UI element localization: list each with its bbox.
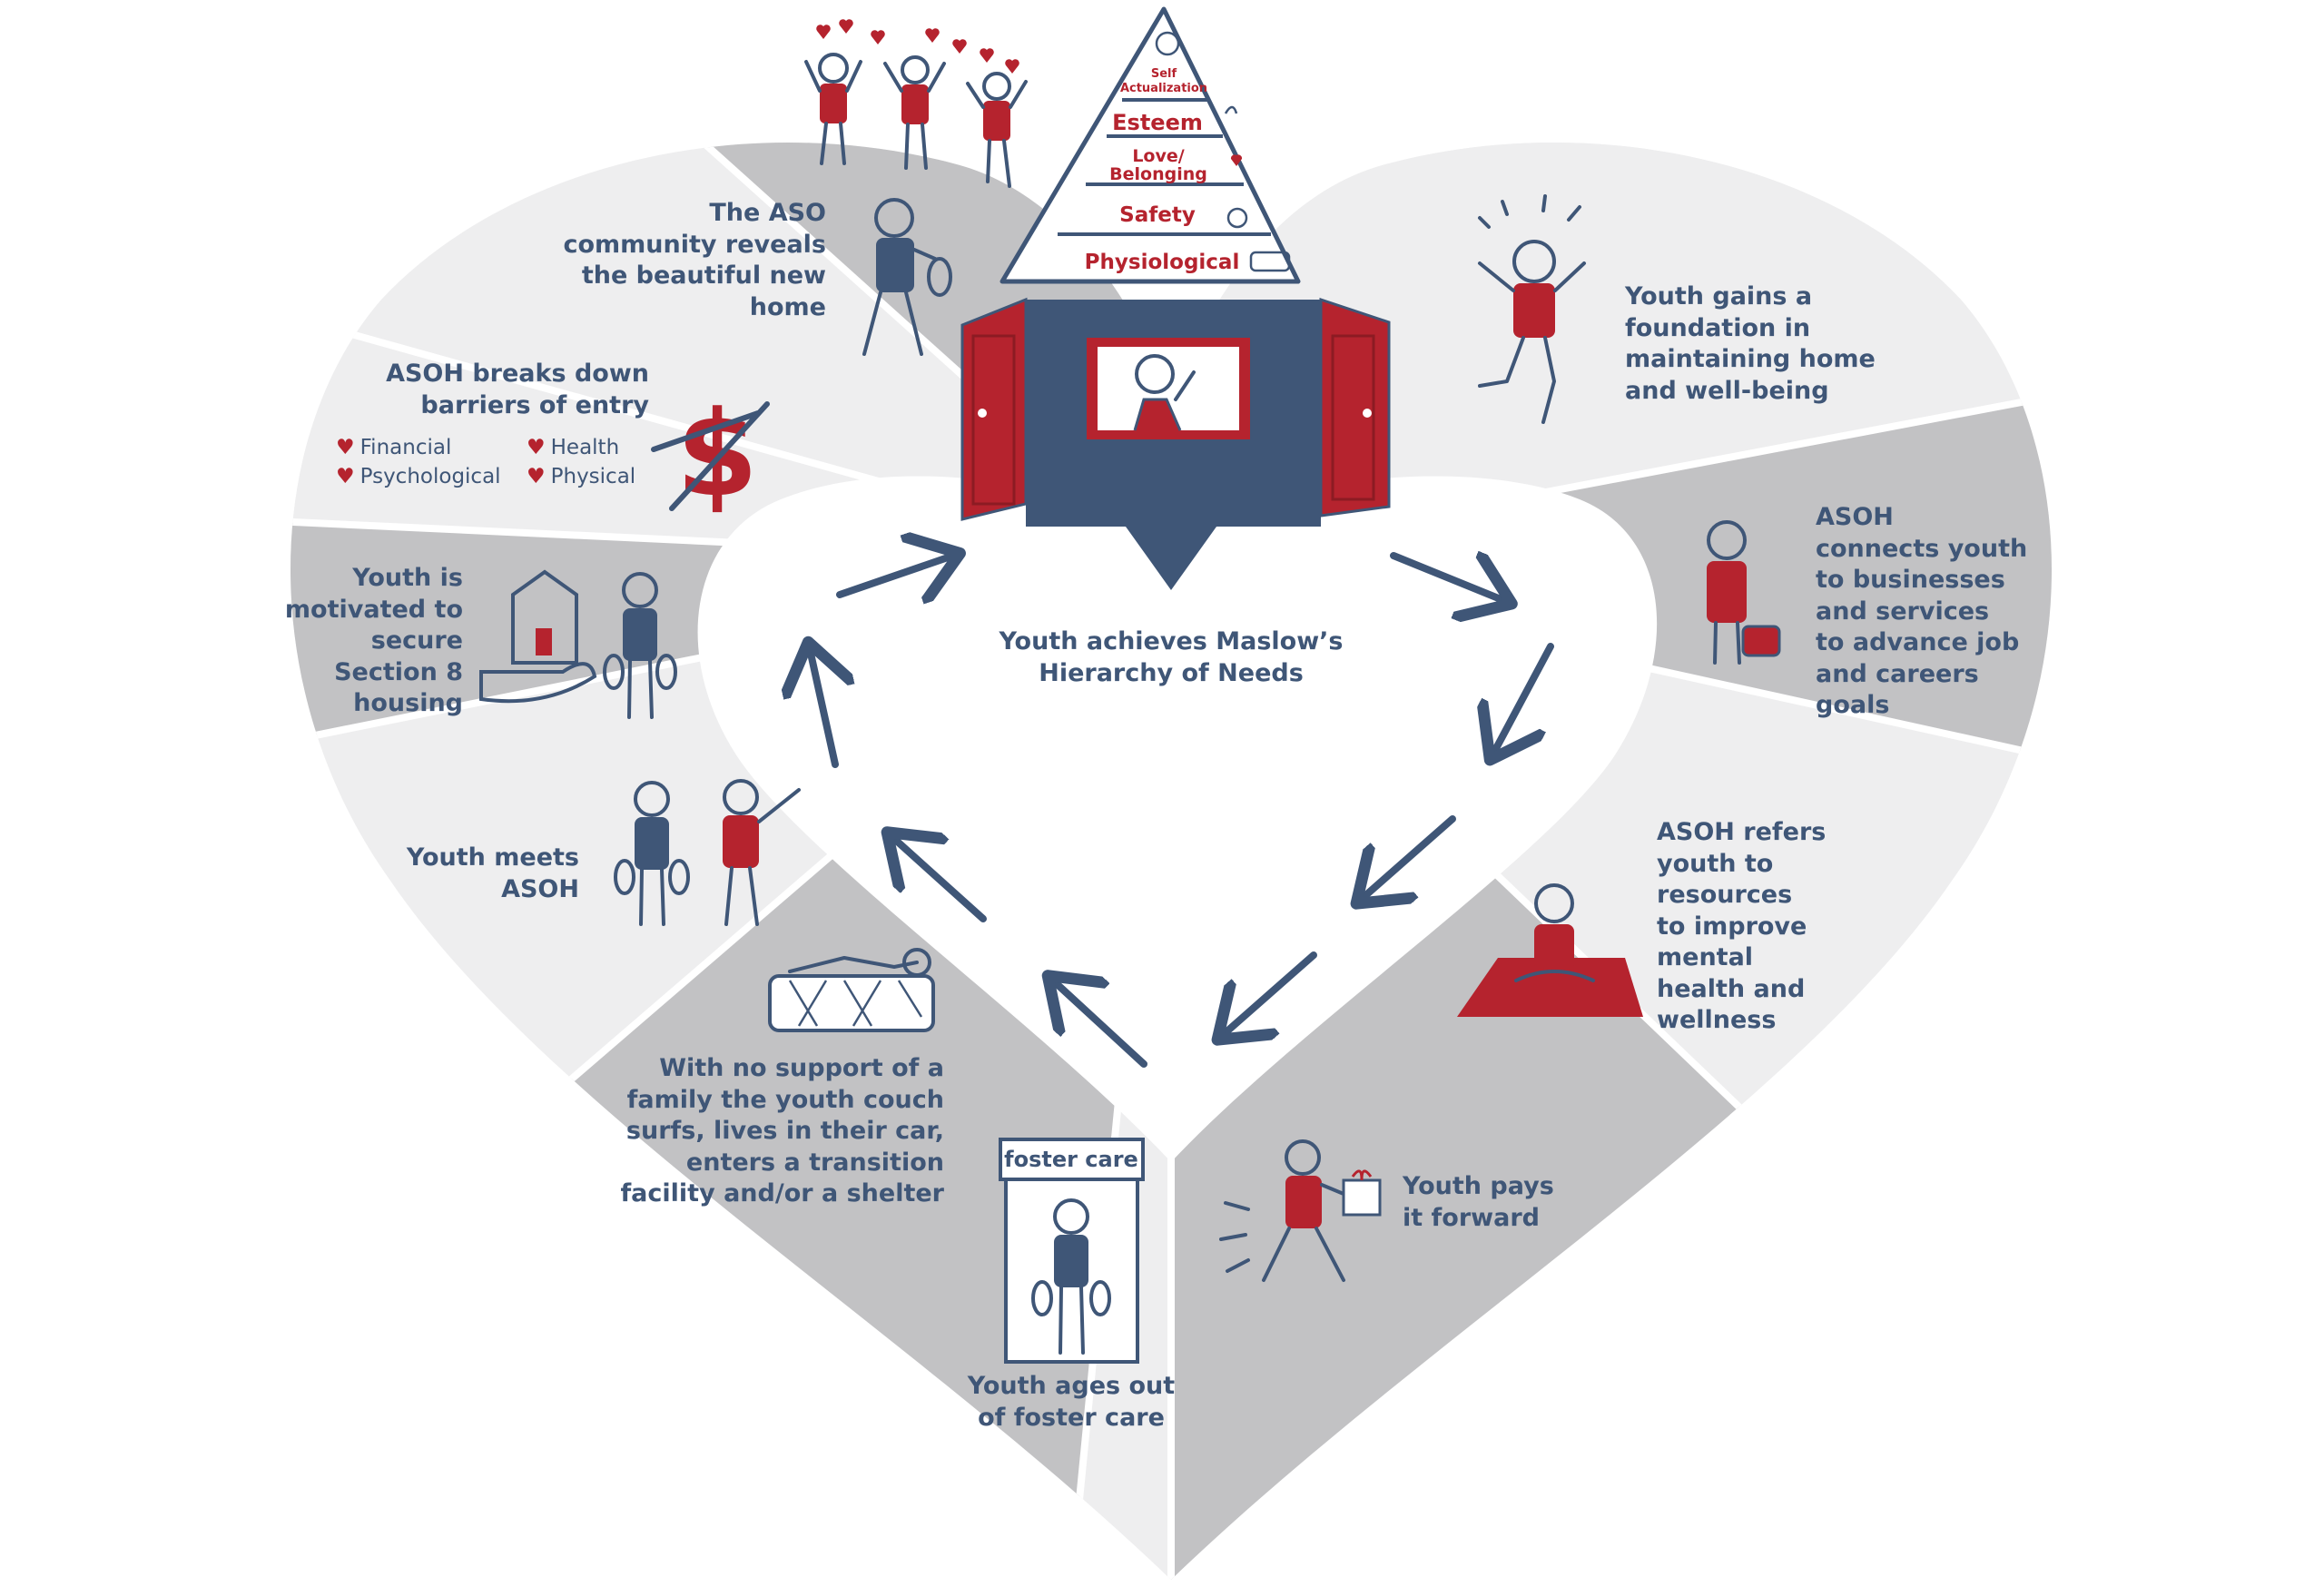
pyramid-love-label-2: Belonging: [1109, 164, 1207, 184]
arrow-icon: [892, 837, 987, 922]
person-icon: [862, 198, 952, 356]
heart-icon: ♥: [336, 436, 355, 459]
inner-heart: [697, 476, 1658, 1162]
heart-icon: ♥: [527, 436, 546, 459]
heart-icon: [816, 19, 1019, 74]
arrow-icon: [1493, 643, 1554, 754]
person-icon: [966, 72, 1028, 188]
sector-foundation: [1171, 143, 2052, 563]
stage-motivated: Youth is motivated to secure Section 8 h…: [284, 564, 463, 717]
pyramid-safety-label: Safety: [1119, 203, 1196, 227]
person-icon: [1478, 194, 1586, 424]
center-label-line: Hierarchy of Needs: [1039, 658, 1304, 687]
barrier-item: ♥ Physical: [527, 465, 636, 488]
arrow-icon: [1390, 556, 1505, 601]
heart-icon: ♥: [527, 465, 546, 488]
person-icon: [1219, 1139, 1345, 1282]
arrow-icon: [1053, 981, 1147, 1068]
center-label: Youth achieves Maslow’s Hierarchy of Nee…: [971, 626, 1371, 689]
briefcase-icon: [1741, 625, 1781, 657]
gift-icon: [1342, 1169, 1382, 1217]
stage-pays-forward: Youth pays it forward: [1403, 1172, 1554, 1232]
person-icon: [603, 572, 677, 719]
foster-care-sign: foster care: [1004, 1147, 1138, 1172]
arrow-icon: [1223, 951, 1317, 1035]
foster-care-door: [999, 1138, 1145, 1364]
stage-connects: ASOH connects youth to businesses and se…: [1816, 503, 2028, 719]
yoga-mat-icon: [1457, 958, 1643, 1017]
person-icon: [723, 779, 801, 926]
stage-no-support: With no support of a family the youth co…: [620, 1054, 944, 1208]
person-icon: [883, 55, 946, 170]
stage-ages-out: Youth ages out of foster care: [967, 1372, 1176, 1432]
pyramid-physio-label: Physiological: [1085, 251, 1240, 274]
barrier-item: ♥ Psychological: [336, 465, 501, 488]
cycle-arrows: [810, 556, 1554, 1068]
person-icon: [1031, 1198, 1111, 1355]
center-label-line: Youth achieves Maslow’s: [999, 627, 1344, 656]
stage-refers: ASOH refers youth to resources to improv…: [1657, 818, 1827, 1034]
house-icon: [960, 297, 1391, 590]
stage-foundation: Youth gains a foundation in maintaining …: [1625, 282, 1876, 405]
pyramid-self-label-1: Self: [1151, 67, 1177, 81]
arrow-icon: [810, 649, 835, 768]
arrow-icon: [836, 556, 953, 595]
pyramid-esteem-label: Esteem: [1112, 110, 1203, 135]
barrier-item: ♥ Financial: [336, 436, 452, 459]
stage-meets: Youth meets ASOH: [406, 843, 579, 903]
figures: $: [479, 19, 1781, 1364]
stage-aso-reveal: The ASO community reveals the beautiful …: [563, 199, 826, 321]
svg-text:$: $: [676, 385, 758, 523]
person-icon: [1707, 520, 1747, 665]
person-icon: [804, 53, 862, 165]
heart-icon: ♥: [336, 465, 355, 488]
person-icon: [1514, 883, 1595, 982]
pyramid-love-label-1: Love/: [1132, 146, 1184, 166]
pyramid-self-label-2: Actualization: [1120, 82, 1207, 95]
person-icon: [614, 781, 690, 926]
stage-barriers: ASOH breaks down barriers of entry: [386, 360, 649, 419]
house-icon: [479, 569, 597, 704]
pyramid-icon: [1000, 6, 1301, 284]
dollar-crossed-icon: $: [651, 385, 770, 523]
mattress-icon: [768, 948, 935, 1032]
barrier-item: ♥ Health: [527, 436, 620, 459]
arrow-icon: [1362, 815, 1456, 899]
